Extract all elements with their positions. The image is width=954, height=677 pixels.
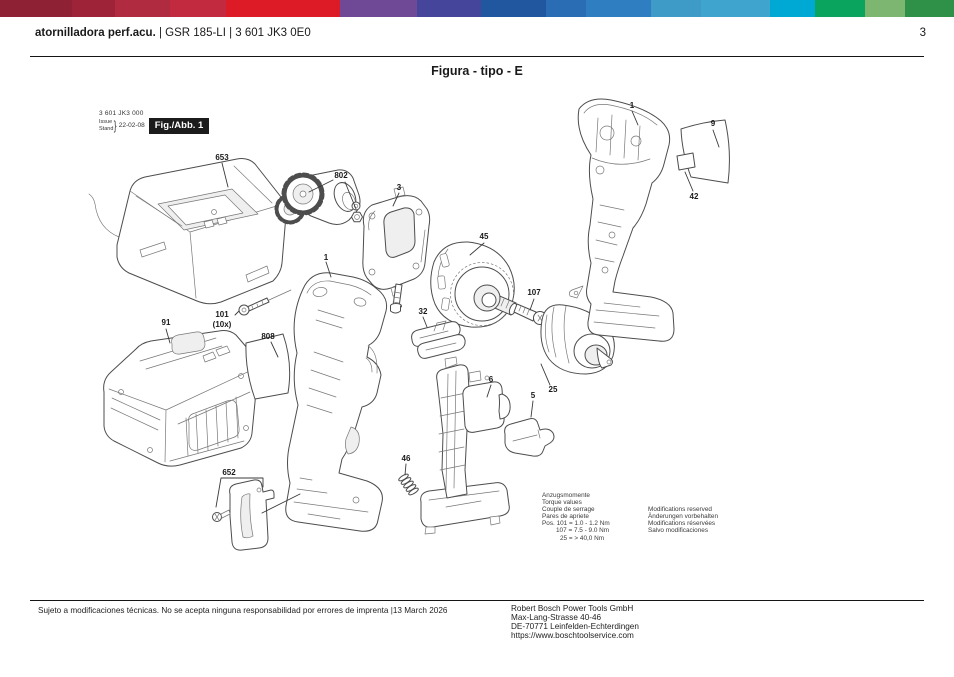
company-city: DE-70771 Leinfelden-Echterdingen [511,622,639,631]
part-bracket-32 [411,320,466,359]
part-sticker-9 [680,119,730,184]
part-charger-653 [88,158,287,305]
torque-line: Pos. 101 = 1.0 - 1.2 Nm [542,520,610,528]
brand-bar-segment [815,0,866,17]
brand-bar-segment [585,0,651,17]
part-switch-module-6 [420,356,511,535]
brand-bar-segment [340,0,417,17]
footer-disclaimer: Sujeto a modificaciones técnicas. No se … [38,606,448,615]
torque-line: Couple de serrage [542,506,595,514]
part-label-46: 46 [402,454,411,463]
company-street: Max-Lang-Strasse 40-46 [511,613,602,622]
part-housing-left-1 [285,272,388,532]
leader-lines [165,110,720,514]
product-name: atornilladora perf.acu. [35,27,156,39]
part-label-45: 45 [480,232,489,241]
brand-bar-segment [225,0,341,17]
torque-line: 107 = 7.5 - 9.0 Nm [556,527,610,535]
company-name: Robert Bosch Power Tools GmbH [511,604,634,613]
part-label-1-center: 1 [324,253,329,262]
part-sticker-808 [245,333,291,400]
part-motor-802 [274,169,363,225]
torque-values-block: Anzugsmomente Torque values Couple de se… [542,492,610,542]
brand-bar-segment [480,0,546,17]
part-label-91: 91 [162,318,171,327]
part-label-3: 3 [397,183,402,192]
part-number-labels: 653 802 3 1 9 42 45 107 1 101(10x) 808 91 32 25 6 5 46 65… [162,101,716,477]
part-belt-clip-652 [212,479,275,551]
modifications-line: Salvo modificaciones [648,527,709,535]
part-battery-91 [103,330,259,467]
part-label-652: 652 [222,468,236,477]
product-title: atornilladora perf.acu. | GSR 185-LI | 3… [35,27,311,39]
figure-info-block: 3 601 JK3 000 Issue Stand } 22-02-08 Fig… [99,110,210,134]
brand-bar-segment [0,0,72,17]
brand-bar-segment [905,0,954,17]
company-address-block: Robert Bosch Power Tools GmbH Max-Lang-S… [511,604,639,640]
part-slider-5 [504,418,555,457]
modifications-line: Modifications reserved [648,506,712,513]
torque-line: Torque values [542,499,582,507]
modifications-line: Modifications réservées [648,520,716,528]
part-label-808: 808 [261,332,275,341]
part-spring-46 [398,473,419,496]
stand-label: Stand [99,125,114,132]
part-label-101: 101 [215,310,229,319]
part-gearbox-bracket-3 [362,186,431,314]
brand-bar-segment [545,0,586,17]
issue-label: Issue [99,119,113,126]
part-label-42: 42 [690,192,699,201]
part-label-802: 802 [334,171,348,180]
type-number: 3 601 JK3 000 [99,110,144,117]
part-label-107: 107 [527,288,541,297]
brand-bar-segment [865,0,906,17]
header-rule [30,56,924,58]
part-label-101-qty: (10x) [213,320,232,329]
issue-stand-labels: Issue Stand [99,119,113,132]
page-header: atornilladora perf.acu. | GSR 185-LI | 3… [35,27,926,39]
issue-date: 22-02-08 [118,122,145,130]
modifications-block: Modifications reserved Änderungen vorbeh… [648,506,718,534]
brand-bar-segment [650,0,701,17]
company-url: https://www.boschtoolservice.com [511,631,634,640]
part-label-32: 32 [419,307,428,316]
part-label-25: 25 [549,385,558,394]
brand-bar-segment [416,0,481,17]
brand-bar-segment [700,0,771,17]
part-label-9: 9 [711,119,716,128]
product-model: | GSR 185-LI | 3 601 JK3 0E0 [158,27,311,39]
fig-abb-badge: Fig./Abb. 1 [148,118,210,134]
torque-line: Anzugsmomente [542,492,590,499]
part-housing-right-1 [568,98,675,342]
brand-bar-segment [114,0,171,17]
figure-title: Figura - tipo - E [431,64,523,78]
brand-bar-segment [71,0,115,17]
issue-row: Issue Stand } 22-02-08 Fig./Abb. 1 [99,118,210,134]
bosch-brand-bar [0,0,954,17]
brace-glyph: } [114,118,117,134]
brand-bar-segment [170,0,226,17]
part-clutch-45 [430,241,518,328]
modifications-line: Änderungen vorbehalten [648,513,718,521]
part-label-6: 6 [489,375,494,384]
footer-rule [30,600,924,602]
part-sticker-42 [676,152,696,171]
page-number: 3 [919,27,926,39]
torque-line: Pares de apriete [542,513,589,521]
part-screw-101 [238,289,292,316]
torque-line: 25 = > 40,0 Nm [560,534,605,542]
brand-bar-segment [770,0,816,17]
part-label-1-top: 1 [630,101,635,110]
part-label-5: 5 [531,391,536,400]
part-label-653: 653 [215,153,229,162]
